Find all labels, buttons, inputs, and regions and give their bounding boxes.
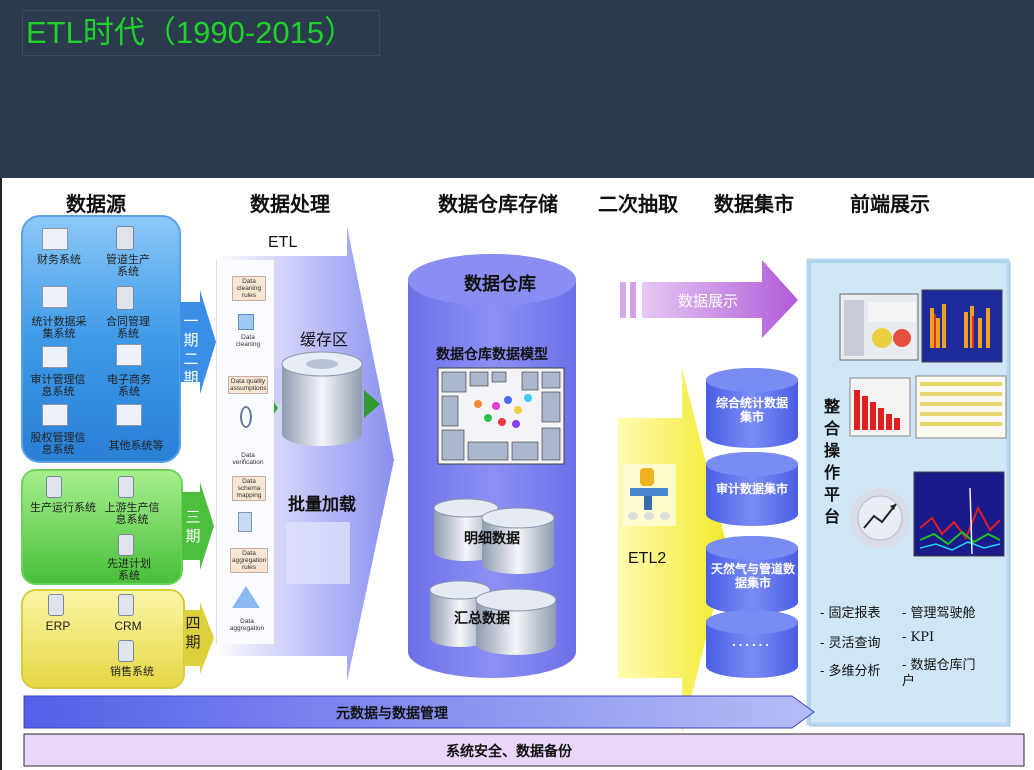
document-gear-icon bbox=[46, 476, 62, 498]
feature-fixed-report: - 固定报表 bbox=[820, 606, 881, 621]
document-gear-icon bbox=[118, 476, 134, 498]
security-bar bbox=[23, 733, 1025, 767]
cache-marker-right bbox=[364, 390, 380, 418]
cross-icon bbox=[238, 314, 254, 330]
mart-audit: 审计数据集市 bbox=[715, 482, 788, 496]
detail-data-cylinders bbox=[433, 498, 555, 574]
batch-arrow-body bbox=[286, 522, 350, 584]
diagram-area: 数据源 数据处理 数据仓库存储 二次抽取 数据集市 前端展示 财务系统 管道生产… bbox=[0, 178, 1034, 770]
etl-label: ETL bbox=[268, 234, 298, 251]
document-gear-icon bbox=[48, 594, 64, 616]
server-icon bbox=[42, 228, 68, 250]
etl-step-caption: Data verification bbox=[232, 452, 264, 466]
column-heading-frontend: 前端展示 bbox=[850, 192, 930, 216]
data-model-label: 数据仓库数据模型 bbox=[436, 347, 548, 363]
etl-step-box: Data aggregation rules bbox=[230, 548, 268, 573]
etl2-robot-icon bbox=[626, 468, 672, 522]
source-pipeline: 管道生产系统 bbox=[106, 253, 150, 278]
server-icon bbox=[42, 286, 68, 308]
server-icon bbox=[42, 404, 68, 426]
phase1-label: 一期 bbox=[183, 312, 199, 349]
document-gear-icon bbox=[118, 594, 134, 616]
document-gear-icon bbox=[118, 640, 134, 662]
etl2-label: ETL2 bbox=[628, 550, 667, 567]
server-icon bbox=[42, 346, 68, 368]
source-crm: CRM bbox=[114, 619, 142, 633]
source-upstream: 上游生产信息系统 bbox=[104, 501, 160, 526]
source-planning: 先进计划系统 bbox=[107, 557, 151, 582]
phase1-arrow bbox=[180, 290, 216, 394]
etl2-arrow bbox=[618, 368, 728, 734]
detail-data-label: 明细数据 bbox=[464, 531, 520, 547]
header-bar: ETL时代（1990-2015） bbox=[0, 0, 1034, 178]
document-gear-icon bbox=[118, 534, 134, 556]
mart-more: ...... bbox=[732, 634, 772, 649]
summary-data-cylinders bbox=[429, 580, 557, 655]
warehouse-top bbox=[408, 254, 576, 306]
feature-portal: - 数据仓库门户 bbox=[902, 658, 976, 689]
metadata-label: 元数据与数据管理 bbox=[336, 706, 448, 722]
server-icon bbox=[116, 344, 142, 366]
source-other: 其他系统等 bbox=[108, 439, 164, 452]
ring-icon bbox=[240, 406, 252, 428]
feature-ad-hoc-query: - 灵活查询 bbox=[820, 636, 881, 651]
metadata-arrow bbox=[23, 695, 815, 729]
pages-icon bbox=[238, 512, 252, 532]
summary-data-label: 汇总数据 bbox=[454, 611, 510, 627]
warehouse-label: 数据仓库 bbox=[464, 274, 536, 295]
document-gear-icon bbox=[116, 226, 134, 250]
feature-olap: - 多维分析 bbox=[820, 664, 881, 679]
document-gear-icon bbox=[116, 286, 134, 310]
etl-step-box: Data cleaning rules bbox=[232, 276, 266, 301]
phase4-label: 四期 bbox=[185, 614, 201, 651]
etl-step-caption: Data aggregation bbox=[229, 618, 265, 632]
cache-cylinder bbox=[281, 351, 363, 446]
etl-step-caption: Data cleaning bbox=[235, 334, 261, 348]
column-heading-processing: 数据处理 bbox=[250, 192, 330, 216]
source-ecommerce: 电子商务系统 bbox=[107, 373, 151, 398]
etl-step-box: Data quality assumptions bbox=[228, 376, 268, 394]
phase2-label: 二期 bbox=[183, 350, 199, 387]
server-icon bbox=[116, 404, 142, 426]
display-label: 数据展示 bbox=[678, 292, 739, 310]
source-stat: 统计数据采集系统 bbox=[31, 315, 87, 340]
security-label: 系统安全、数据备份 bbox=[446, 744, 572, 760]
column-heading-extract: 二次抽取 bbox=[598, 192, 678, 216]
column-heading-warehouse: 数据仓库存储 bbox=[438, 192, 558, 216]
source-equity: 股权管理信息系统 bbox=[30, 431, 86, 456]
batch-load-label: 批量加载 bbox=[288, 495, 356, 515]
triangle-icon bbox=[232, 586, 260, 608]
feature-dashboard: - 管理驾驶舱 bbox=[902, 606, 976, 621]
source-production: 生产运行系统 bbox=[30, 501, 96, 514]
cache-label: 缓存区 bbox=[300, 330, 349, 349]
source-contract: 合同管理系统 bbox=[106, 315, 150, 340]
column-heading-source: 数据源 bbox=[66, 192, 126, 216]
mart-statistics: 综合统计数据集市 bbox=[715, 396, 788, 424]
source-audit: 审计管理信息系统 bbox=[30, 373, 86, 398]
display-arrow bbox=[620, 260, 798, 338]
platform-label: 整合操作平台 bbox=[824, 397, 841, 526]
phase3-arrow bbox=[182, 482, 214, 570]
diagram-shapes bbox=[21, 215, 1025, 767]
page-title: ETL时代（1990-2015） bbox=[22, 10, 380, 56]
source-erp: ERP bbox=[45, 619, 71, 633]
phase3-label: 三期 bbox=[185, 508, 201, 545]
source-sales: 销售系统 bbox=[110, 665, 154, 678]
phase4-arrow bbox=[184, 602, 214, 674]
source-finance: 财务系统 bbox=[37, 253, 81, 266]
mart-cylinders bbox=[706, 368, 798, 678]
mart-gas-pipeline: 天然气与管道数据集市 bbox=[710, 562, 795, 590]
report-screenshots bbox=[839, 289, 1007, 557]
column-heading-mart: 数据集市 bbox=[714, 192, 794, 216]
etl-step-box: Data schema mapping bbox=[232, 476, 266, 501]
feature-kpi: - KPI bbox=[902, 630, 935, 645]
